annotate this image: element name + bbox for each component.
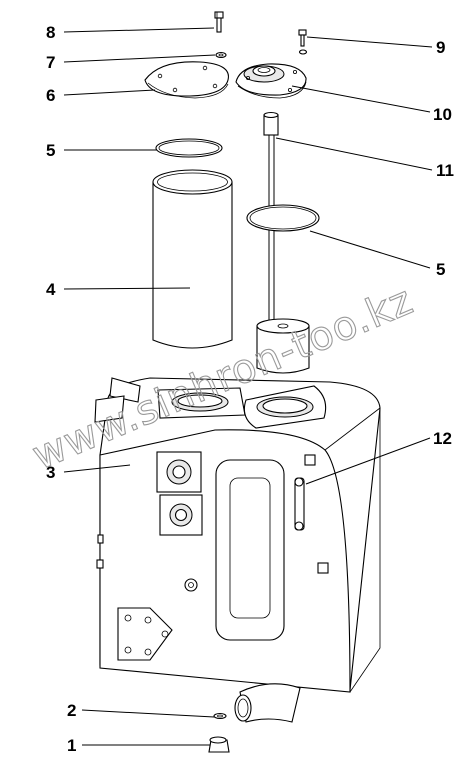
callout-9: 9 [436, 38, 445, 57]
callout-5-upper: 5 [46, 141, 55, 160]
callout-11: 11 [436, 161, 454, 180]
part-5-gasket-lower [246, 204, 320, 232]
callout-labels: 8 7 6 5 4 3 2 1 9 10 11 5 12 [46, 23, 454, 755]
part-1-drain-plug [208, 736, 230, 753]
part-7-washer [215, 51, 227, 59]
part-11-level-gauge [256, 111, 310, 374]
callout-12: 12 [433, 429, 452, 448]
mounting-flange [117, 607, 173, 661]
part-9-bolt [298, 29, 308, 55]
callout-10: 10 [433, 105, 452, 124]
port-block-lower [159, 494, 203, 536]
callout-2: 2 [67, 701, 76, 720]
port-block-upper [156, 451, 202, 493]
part-3-tank-body [94, 377, 381, 693]
part-6-cover-plate [144, 61, 229, 99]
outlet-elbow [234, 683, 301, 723]
callout-3: 3 [46, 463, 55, 482]
callout-5-lower: 5 [436, 260, 445, 279]
callout-6: 6 [46, 86, 55, 105]
part-4-filter-element [152, 169, 233, 349]
part-10-filler-cover [235, 63, 307, 99]
part-5-gasket-upper [155, 138, 223, 158]
callout-7: 7 [46, 53, 55, 72]
leader-lines [63, 27, 433, 746]
callout-1: 1 [67, 736, 76, 755]
side-sight-gauge [294, 477, 305, 531]
callout-8: 8 [46, 23, 55, 42]
part-2-washer [213, 712, 227, 720]
part-8-bolt [214, 11, 224, 33]
callout-4: 4 [46, 280, 56, 299]
